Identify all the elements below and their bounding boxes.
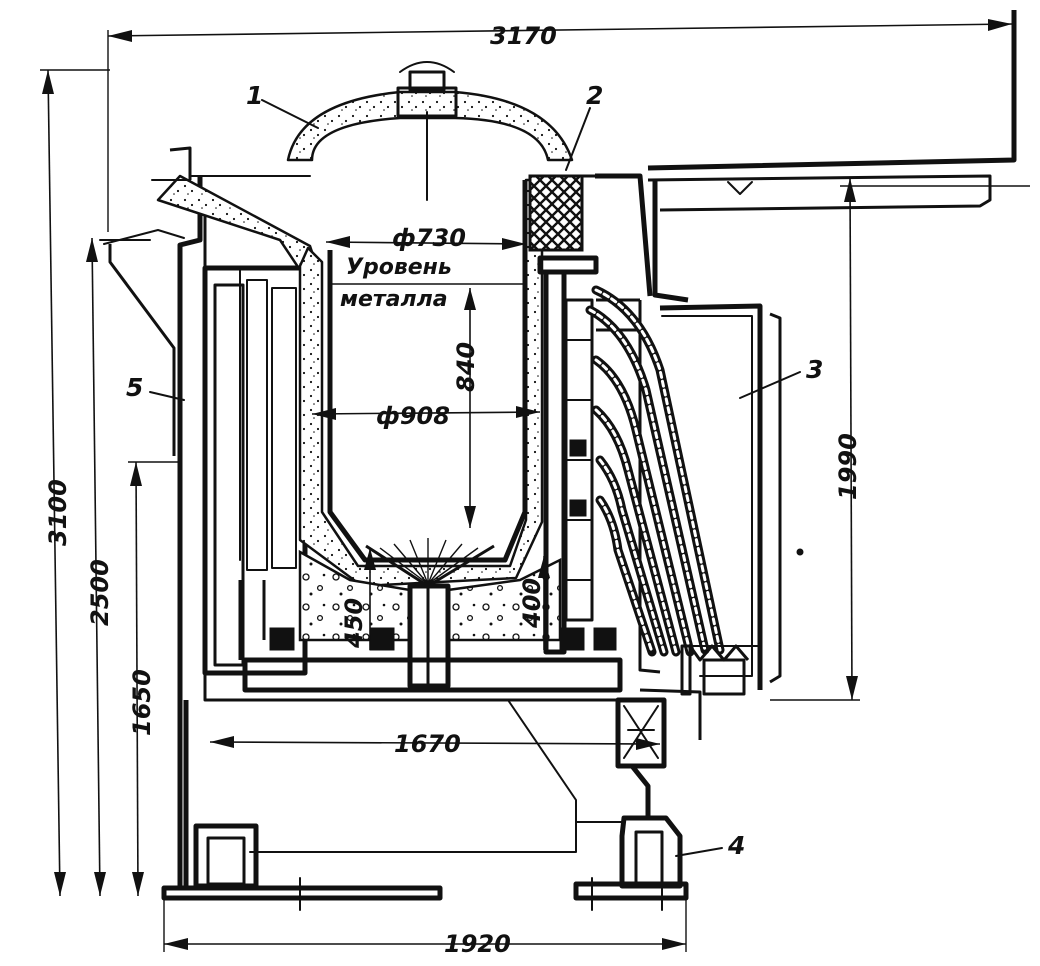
lid-diameter-dimension: ф730: [325, 224, 527, 252]
coil-height-label: 1990: [834, 433, 862, 500]
power-cables: [585, 285, 725, 657]
frame-span-dimension: 1670: [209, 730, 661, 758]
callout-3: 3: [739, 355, 823, 399]
lid-diameter-label: ф730: [392, 224, 466, 252]
bottom-left-dimension: 450: [340, 548, 376, 650]
callout-4: 4: [675, 831, 745, 860]
callout-2: 2: [565, 81, 603, 171]
metal-level-label-line1: Уровень: [346, 255, 452, 280]
platform-height-dimension: 1650: [128, 461, 180, 897]
platform-height-label: 1650: [128, 669, 156, 736]
base-plate: [161, 877, 689, 952]
callout-3-label: 3: [806, 355, 823, 384]
overall-width-dimension: 3170: [107, 19, 1013, 232]
water-cooled-block: [528, 174, 599, 275]
pour-height-label: 2500: [86, 559, 114, 626]
coil-height-dimension: 1990: [770, 177, 862, 701]
callout-1-label: 1: [246, 81, 263, 110]
crucible-lining: [269, 178, 617, 689]
callout-1: 1: [246, 81, 319, 129]
tilt-support: [183, 697, 683, 889]
pour-height-dimension: 2500: [86, 237, 114, 897]
bottom-left-label: 450: [340, 598, 368, 649]
metal-depth-dimension: 840: [452, 288, 480, 528]
metal-level-note: Уровень металла: [332, 255, 524, 312]
callout-5-label: 5: [126, 373, 143, 402]
metal-depth-label: 840: [452, 342, 480, 392]
callout-4-label: 4: [727, 831, 745, 860]
crucible-diameter-dimension: ф908: [311, 402, 541, 430]
inductor-right: [543, 269, 640, 655]
frame-span-label: 1670: [394, 730, 461, 758]
callout-5: 5: [126, 373, 185, 402]
metal-level-label-line2: металла: [340, 287, 448, 312]
base-width-dimension: 1920: [164, 930, 686, 958]
callout-2-label: 2: [586, 81, 603, 110]
base-width-label: 1920: [444, 930, 511, 958]
overall-width-label: 3170: [490, 22, 557, 50]
bottom-right-label: 400: [518, 578, 546, 629]
bottom-ribs: [379, 538, 479, 585]
overall-height-label: 3100: [44, 479, 72, 546]
bottom-right-dimension: 400: [518, 556, 550, 650]
crucible-lid: [286, 61, 574, 201]
overall-height-dimension: 3100: [40, 69, 110, 897]
working-platform: [647, 10, 1030, 212]
cable-cabinet: [659, 303, 782, 696]
crucible-diameter-label: ф908: [376, 402, 450, 430]
